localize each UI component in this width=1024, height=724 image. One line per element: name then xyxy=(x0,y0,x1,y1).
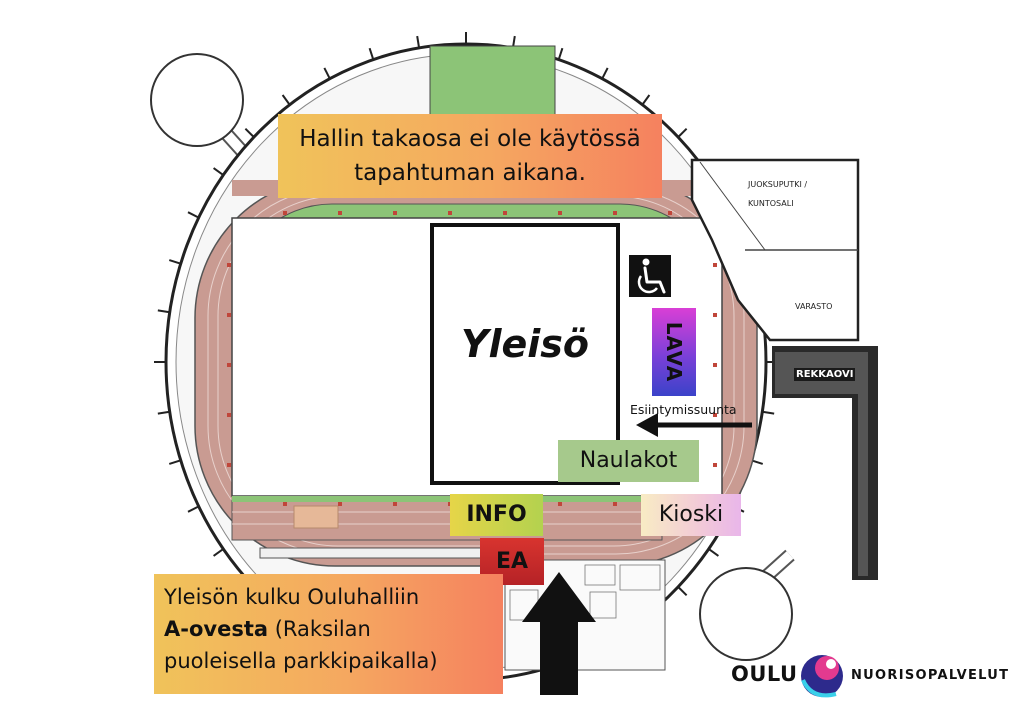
kiosk-label: Kioski xyxy=(641,494,741,536)
truck-door-label: REKKAOVI xyxy=(794,368,856,381)
roof-support-spike xyxy=(168,259,181,265)
entrance-notice-line3: puoleisella parkkipaikalla) xyxy=(164,649,438,673)
roof-support-spike xyxy=(708,548,720,557)
roof-support-spike xyxy=(157,309,170,314)
track-marker xyxy=(227,413,231,417)
roof-support-spike xyxy=(187,211,200,219)
back-area-notice: Hallin takaosa ei ole käytössä tapahtuma… xyxy=(278,114,662,198)
performance-direction-label: Esiintymissuunta xyxy=(630,402,737,417)
track-marker xyxy=(613,502,617,506)
track-marker xyxy=(713,413,717,417)
roof-support-spike xyxy=(212,548,224,557)
roof-support-spike xyxy=(244,127,255,138)
roof-support-spike xyxy=(368,47,375,60)
track-marker xyxy=(558,211,562,215)
notice-top-line1: Hallin takaosa ei ole käytössä xyxy=(299,126,641,152)
roof-support-spike xyxy=(168,459,181,465)
room-juoksuputki: JUOKSUPUTKI / KUNTOSALI xyxy=(748,180,807,208)
track-marker xyxy=(713,363,717,367)
roof-support-spike xyxy=(416,35,421,49)
track-marker xyxy=(227,263,231,267)
nuorisopalvelut-logo-text: NUORISOPALVELUT xyxy=(851,668,1010,683)
track-marker xyxy=(393,211,397,215)
nuorisopalvelut-logo-icon xyxy=(801,655,843,698)
track-marker xyxy=(338,502,342,506)
coat-racks-label: Naulakot xyxy=(558,440,699,482)
corner-towers xyxy=(150,53,795,661)
track-marker xyxy=(668,211,672,215)
entrance-notice-line2: A-ovesta (Raksilan xyxy=(164,613,493,645)
roof-support-spike xyxy=(677,586,688,597)
entrance-notice-line1: Yleisön kulku Ouluhalliin xyxy=(164,585,420,609)
entrance-door-name: A-ovesta xyxy=(164,617,269,641)
audience-area-label: Yleisö xyxy=(460,322,590,366)
track-marker xyxy=(227,313,231,317)
track-marker xyxy=(713,263,717,267)
roof-support-spike xyxy=(281,94,291,106)
stage-label: LAVA xyxy=(652,308,696,396)
stage-text: LAVA xyxy=(662,321,686,383)
track-marker xyxy=(338,211,342,215)
track-marker xyxy=(558,502,562,506)
roof-support-spike xyxy=(762,410,775,415)
track-marker xyxy=(503,211,507,215)
track-marker xyxy=(227,363,231,367)
track-marker xyxy=(393,502,397,506)
track-marker xyxy=(227,463,231,467)
roof-support-spike xyxy=(157,410,170,415)
room-juoksuputki-line1: JUOKSUPUTKI / xyxy=(748,180,808,189)
oulu-logo-text: OULU xyxy=(731,662,798,686)
room-juoksuputki-line2: KUNTOSALI xyxy=(748,199,794,208)
track-marker xyxy=(713,313,717,317)
room-varasto: VARASTO xyxy=(795,302,833,311)
roof-support-spike xyxy=(187,505,200,513)
roof-support-spike xyxy=(323,67,331,80)
roof-support-spike xyxy=(601,67,609,80)
roof-support-spike xyxy=(641,94,651,106)
notice-top-line2: tapahtuman aikana. xyxy=(354,160,586,186)
track-marker xyxy=(283,211,287,215)
track-marker xyxy=(283,502,287,506)
entrance-arrow-icon xyxy=(522,572,596,695)
entrance-notice-line2-rest: (Raksilan xyxy=(268,617,371,641)
roof-support-spike xyxy=(212,167,224,176)
track-marker xyxy=(713,463,717,467)
track-marker xyxy=(448,211,452,215)
roof-support-spike xyxy=(557,47,564,60)
entrance-notice: Yleisön kulku Ouluhalliin A-ovesta (Raks… xyxy=(154,574,503,694)
wheelchair-icon xyxy=(629,255,671,297)
roof-support-spike xyxy=(677,127,688,138)
info-label: INFO xyxy=(450,494,543,536)
track-marker xyxy=(613,211,617,215)
